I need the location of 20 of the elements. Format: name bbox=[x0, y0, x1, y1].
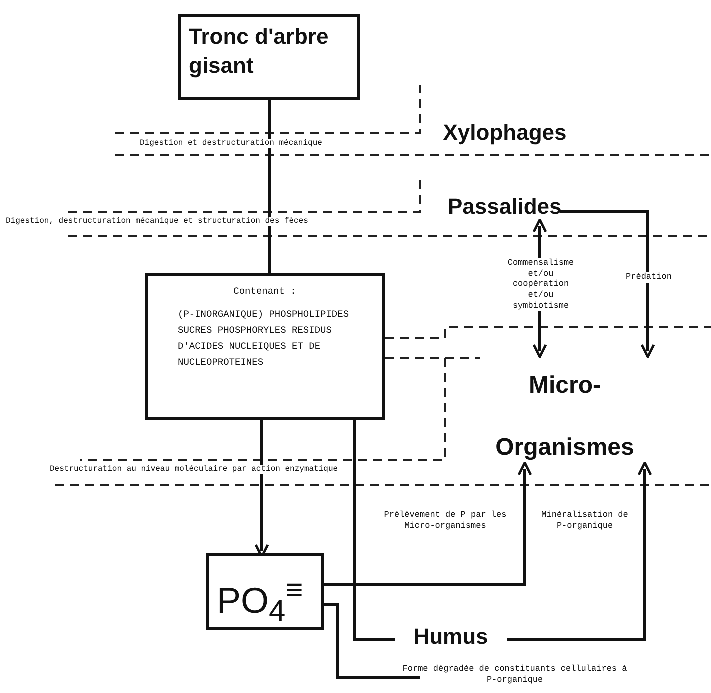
phosphate-box bbox=[206, 553, 324, 630]
arrow bbox=[560, 210, 656, 358]
note-text: Forme dégradée de constituants cellulaires à P-organique bbox=[402, 664, 628, 686]
process-label: Digestion, destructuration mécanique et structuration des fèces bbox=[4, 217, 310, 226]
box-title: Tronc d'arbre gisant bbox=[188, 23, 330, 80]
pool-title: Humus bbox=[412, 623, 490, 651]
process-label: Destructuration au niveau moléculaire par action enzymatique bbox=[48, 465, 340, 474]
pipe-connector bbox=[324, 604, 420, 680]
arrow bbox=[324, 462, 532, 586]
box-body: (P-INORGANIQUE) PHOSPHOLIPIDES SUCRES PHOSPHORYLES RESIDUS D'ACIDES NUCLEIQUES ET DE NUCLEOPROTEINES bbox=[177, 308, 350, 370]
wood-box bbox=[178, 14, 360, 100]
process-label: Digestion et destructuration mécanique bbox=[138, 139, 324, 148]
pipe-connector bbox=[268, 100, 272, 273]
band-title: Passalides bbox=[448, 193, 560, 221]
group-title: Micro- Organismes bbox=[494, 371, 636, 463]
content-box bbox=[145, 273, 385, 420]
box-heading: Contenant : bbox=[232, 285, 298, 297]
pipe-connector bbox=[354, 420, 395, 642]
band-title: Xylophages bbox=[442, 119, 568, 147]
arrow bbox=[507, 462, 652, 642]
